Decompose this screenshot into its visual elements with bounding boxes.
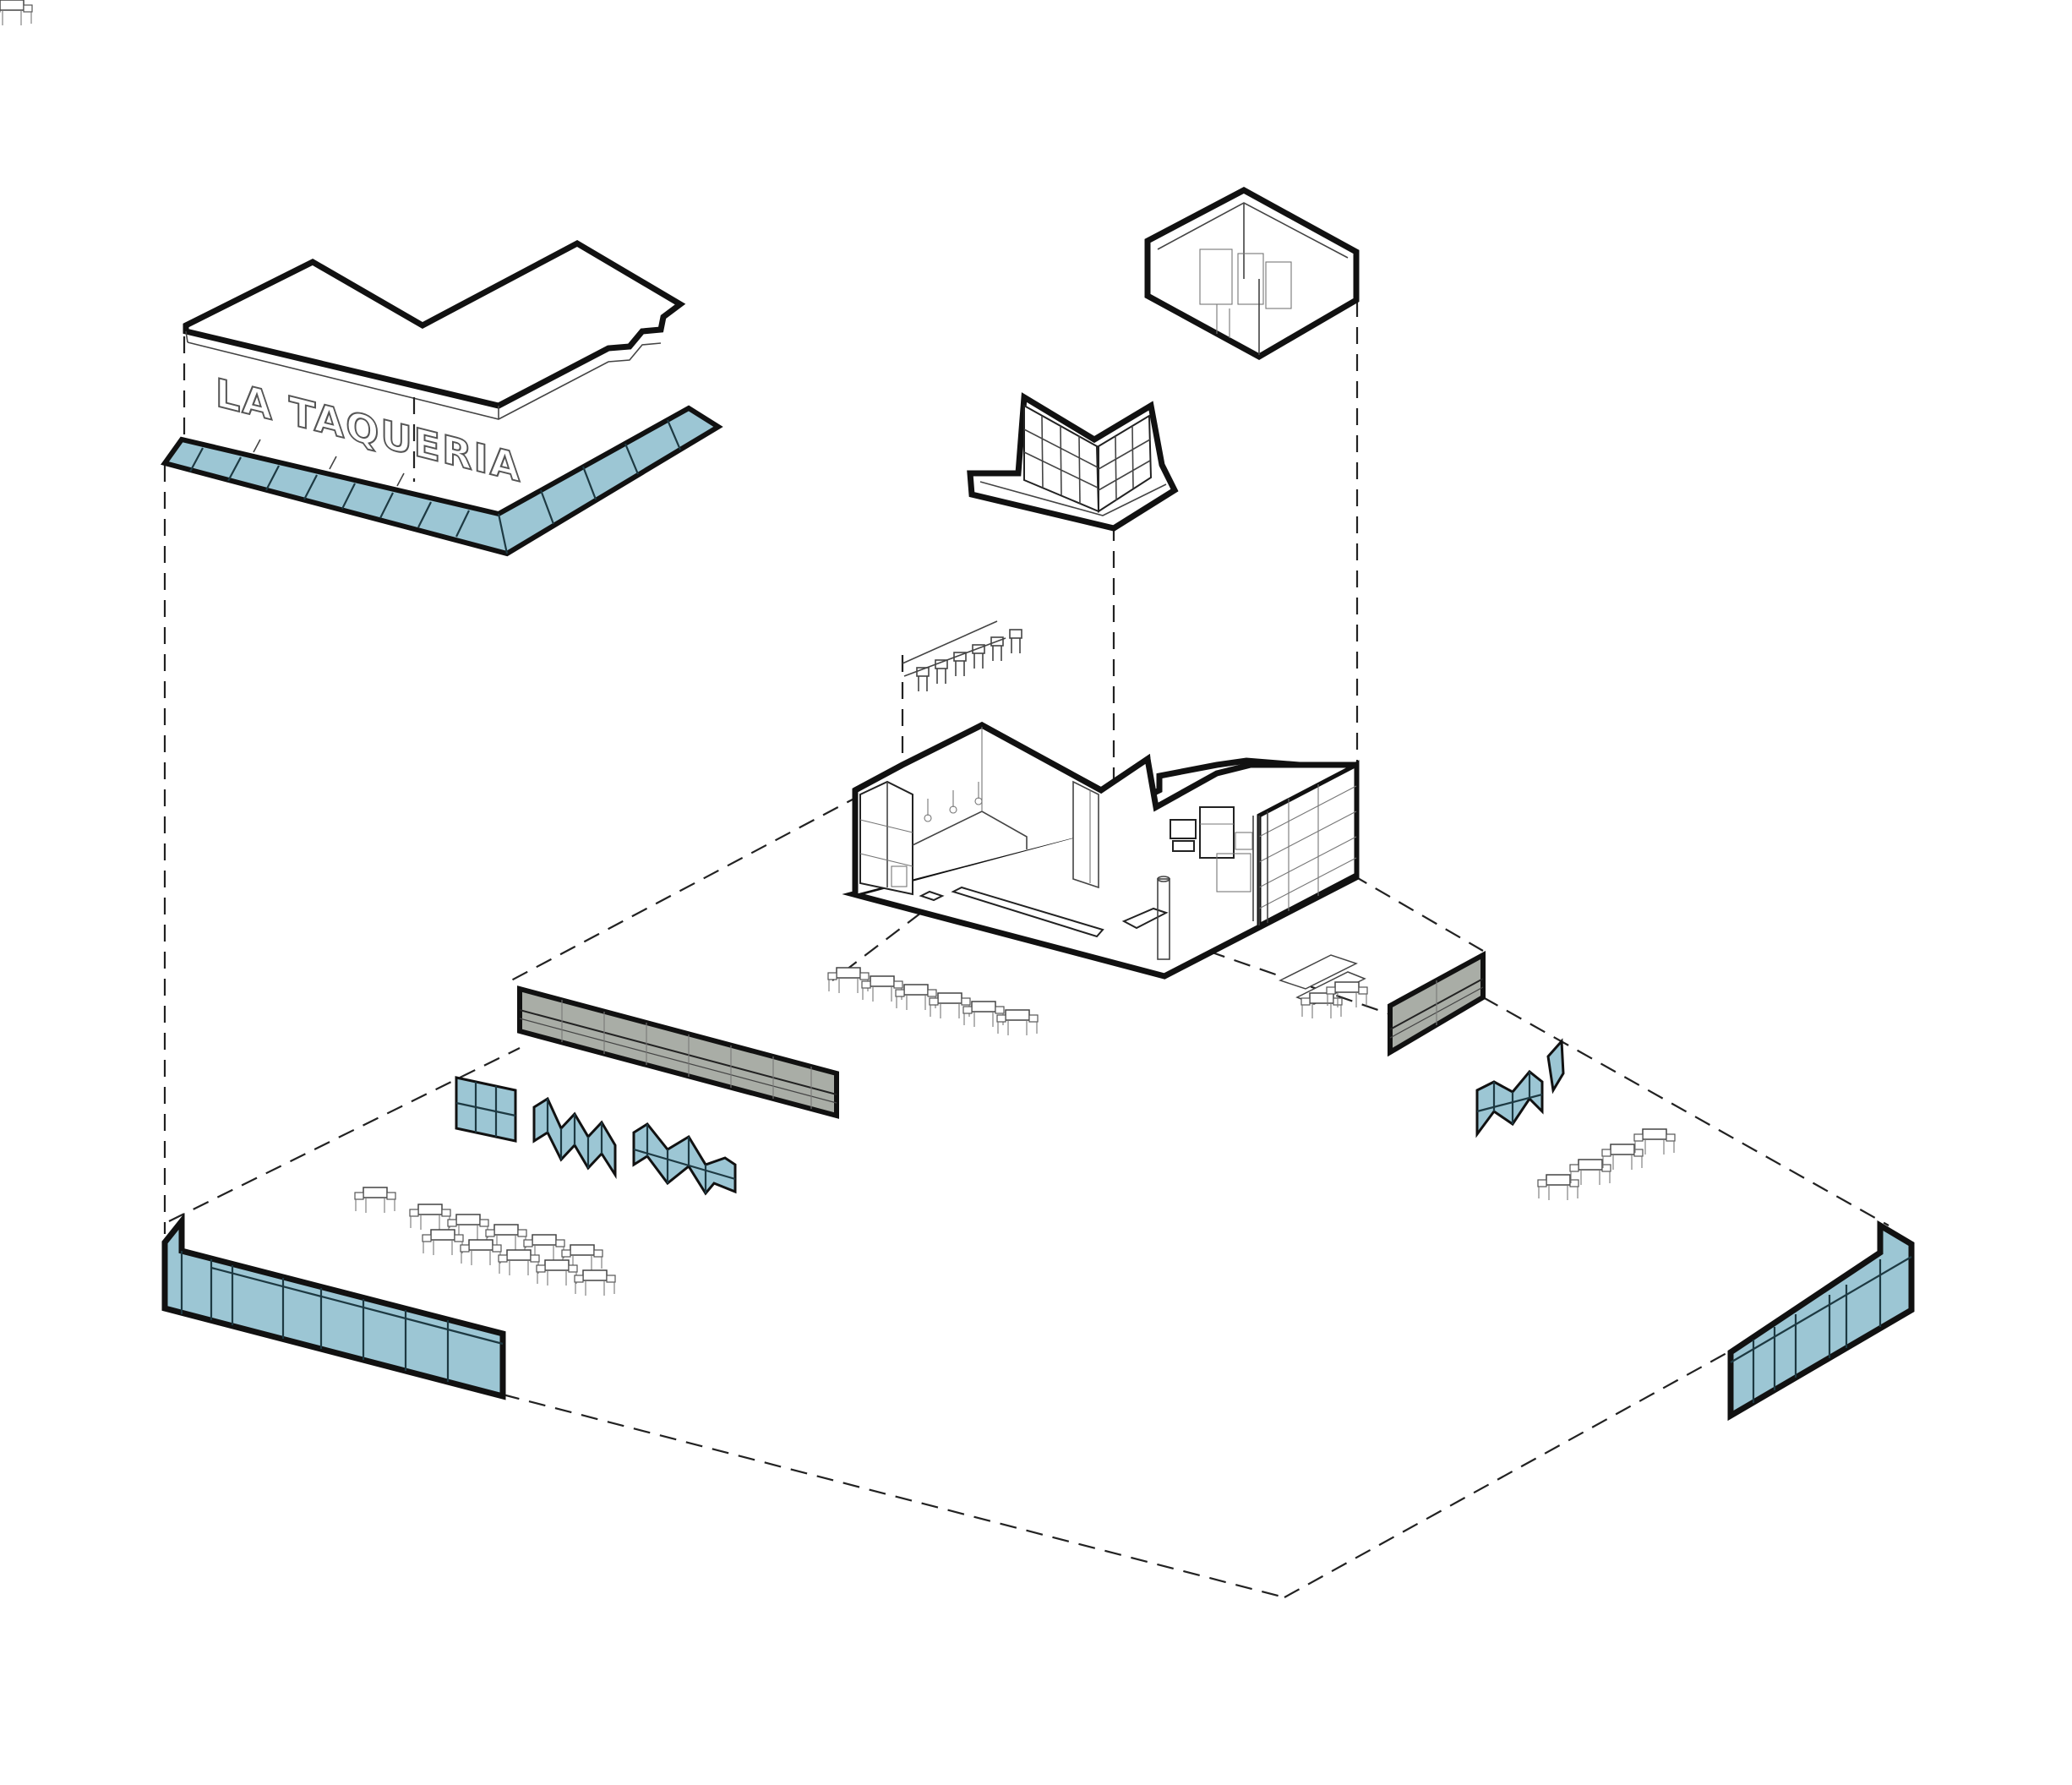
left-bench-wall [517,985,839,1119]
core-kitchen-interior [842,722,1360,980]
mid-table-row [0,0,1039,1036]
dining-tables-left [354,1187,616,1296]
left-folding-doors [455,1076,737,1196]
right-bench-wall [1388,950,1486,1057]
storefront-grid-right [1098,414,1153,513]
storefront-grid-left [1023,404,1100,513]
canopy-mullions [189,419,682,554]
upper-back-box [1144,187,1360,361]
roof-canopy: LA TAQUERIA [161,239,723,557]
bar-stools-row [902,620,1022,691]
right-folding-doors [1475,1038,1565,1138]
front-glazing-right [1727,1220,1915,1422]
right-mid-tables [1279,954,1368,1019]
front-glazing-left [161,1213,506,1400]
upper-storefront-glazing [967,392,1179,532]
dining-tables-right [1537,1128,1676,1201]
